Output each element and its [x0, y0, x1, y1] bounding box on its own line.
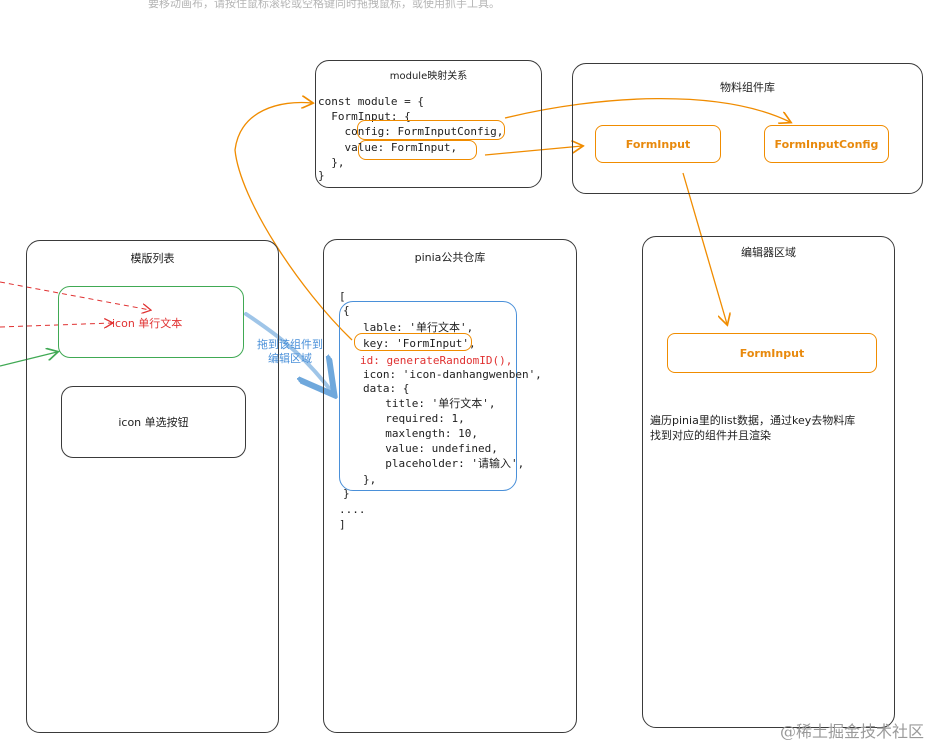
module-line-6: }	[318, 169, 325, 182]
config-to-library-arrow	[504, 97, 790, 122]
template-item-single-text-label: icon 单行文本	[112, 317, 183, 330]
editor-box	[642, 236, 895, 728]
red-dashed-arrow-1	[0, 281, 150, 310]
template-list-title: 模版列表	[130, 252, 175, 265]
value-highlight	[358, 140, 477, 160]
pinia-item-highlight	[339, 301, 517, 491]
pinia-line-label: lable: '单行文本',	[363, 321, 474, 334]
green-arrow	[0, 352, 57, 367]
pinia-line-maxlength: maxlength: 10,	[372, 427, 478, 440]
pinia-obj-open: {	[343, 304, 350, 317]
library-box	[572, 63, 923, 194]
module-line-5: },	[318, 156, 345, 169]
library-forminput[interactable]: FormInput	[595, 125, 721, 163]
library-forminputconfig[interactable]: FormInputConfig	[764, 125, 889, 163]
pinia-line-title: title: '单行文本',	[372, 397, 496, 410]
module-box-title: module映射关系	[389, 71, 468, 82]
editor-box-title: 编辑器区域	[741, 246, 796, 259]
module-line-2: FormInput: {	[318, 110, 411, 123]
value-to-library-arrow	[484, 146, 582, 156]
pinia-line-icon: icon: 'icon-danhangwenben',	[363, 368, 542, 381]
library-box-title: 物料组件库	[720, 81, 775, 94]
pinia-open-bracket: [	[339, 290, 346, 303]
pinia-close-bracket: ]	[339, 518, 346, 531]
watermark: @稀土掘金技术社区	[780, 722, 925, 741]
drag-label: 拖到该组件到 编辑区域	[257, 338, 323, 365]
pinia-line-data-close: },	[363, 473, 377, 486]
template-item-radio[interactable]: icon 单选按钮	[61, 386, 246, 458]
module-line-1: const module = {	[318, 95, 424, 108]
config-highlight	[357, 120, 505, 140]
pinia-line-value: value: undefined,	[372, 442, 498, 455]
editor-forminput[interactable]: FormInput	[667, 333, 877, 373]
pinia-line-data: data: {	[363, 382, 410, 395]
editor-description: 遍历pinia里的list数据，通过key去物料库 找到对应的组件并且渲染	[650, 414, 856, 442]
pinia-line-placeholder: placeholder: '请输入',	[372, 457, 525, 470]
pinia-line-key: key: 'FormInput',	[363, 337, 476, 350]
template-list-box	[26, 240, 279, 733]
canvas-hint: 要移动画布，请按住鼠标滚轮或空格键同时拖拽鼠标，或使用抓手工具。	[148, 0, 500, 10]
pinia-obj-close: }	[343, 487, 350, 500]
pinia-line-id: id: generateRandomID(),	[360, 354, 513, 367]
module-line-3: config: FormInputConfig,	[318, 125, 504, 138]
pinia-box	[323, 239, 577, 733]
module-box	[315, 60, 542, 188]
template-item-single-text[interactable]	[58, 286, 244, 358]
pinia-ellipsis: ....	[339, 503, 366, 516]
red-dashed-arrow-2	[0, 323, 112, 327]
library-to-editor-arrow	[682, 172, 727, 324]
pinia-box-title: pinia公共仓库	[414, 251, 486, 264]
pinia-key-highlight	[354, 333, 472, 351]
drag-arrow	[244, 312, 332, 392]
key-to-module-arrow	[234, 103, 353, 341]
pinia-line-required: required: 1,	[372, 412, 465, 425]
module-line-4: value: FormInput,	[318, 141, 458, 154]
